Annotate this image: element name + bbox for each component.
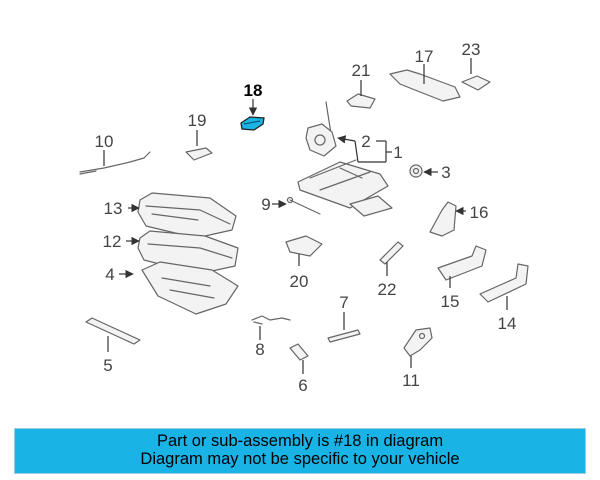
callout-8[interactable]: 8 (255, 340, 264, 359)
part-23-cover[interactable] (461, 75, 491, 91)
callout-11[interactable]: 11 (402, 371, 420, 390)
callout-14[interactable]: 14 (498, 314, 517, 333)
callout-1[interactable]: 1 (393, 143, 402, 162)
callout-17[interactable]: 17 (415, 47, 434, 66)
callout-18[interactable]: 18 (244, 81, 263, 100)
part-3-knob[interactable] (409, 164, 423, 178)
leader-2a (337, 135, 356, 144)
callout-21[interactable]: 21 (352, 61, 371, 80)
callout-19[interactable]: 19 (188, 111, 207, 130)
part-1-seat-track-frame[interactable] (297, 159, 393, 217)
callout-15[interactable]: 15 (441, 292, 460, 311)
part-15-side-trim[interactable] (437, 245, 487, 281)
banner-line-1: Part or sub-assembly is #18 in diagram (156, 432, 444, 450)
callout-13[interactable]: 13 (104, 199, 123, 218)
part-14-side-trim[interactable] (479, 263, 529, 303)
callout-2[interactable]: 2 (361, 132, 370, 151)
part-22-strip[interactable] (379, 241, 404, 265)
part-10-cable[interactable] (79, 151, 151, 175)
callout-9[interactable]: 9 (261, 195, 270, 214)
exploded-view-svg: 18 19 10 21 17 23 2 1 (79, 40, 529, 395)
callout-16[interactable]: 16 (470, 203, 489, 222)
callout-12[interactable]: 12 (103, 232, 122, 251)
callout-7[interactable]: 7 (339, 293, 348, 312)
part-19-pad[interactable] (185, 147, 213, 161)
part-13-cushion-cover[interactable] (137, 192, 237, 239)
callout-23[interactable]: 23 (462, 40, 481, 59)
info-banner: Part or sub-assembly is #18 in diagram D… (14, 428, 586, 474)
part-16-bracket[interactable] (429, 201, 457, 237)
part-20-cover[interactable] (285, 235, 323, 257)
part-17-bar[interactable] (389, 69, 461, 102)
part-7-strip[interactable] (327, 329, 361, 343)
callout-5[interactable]: 5 (103, 356, 112, 375)
callout-3[interactable]: 3 (441, 163, 450, 182)
part-5-strip[interactable] (85, 317, 141, 345)
callout-4[interactable]: 4 (105, 265, 114, 284)
part-11-bracket[interactable] (403, 327, 433, 357)
callout-10[interactable]: 10 (95, 132, 114, 151)
leader-2b (354, 140, 359, 163)
part-9-rod[interactable] (286, 196, 321, 215)
callout-22[interactable]: 22 (378, 280, 397, 299)
part-2-recliner[interactable] (305, 101, 337, 157)
part-6-clip[interactable] (289, 343, 309, 361)
banner-line-2: Diagram may not be specific to your vehi… (140, 450, 460, 468)
part-8-wire[interactable] (251, 315, 291, 325)
part-18-clip[interactable] (240, 116, 265, 131)
part-4-seat-frame[interactable] (141, 261, 239, 315)
callout-20[interactable]: 20 (290, 272, 309, 291)
callout-6[interactable]: 6 (298, 376, 307, 395)
part-21-bracket[interactable] (346, 93, 376, 109)
